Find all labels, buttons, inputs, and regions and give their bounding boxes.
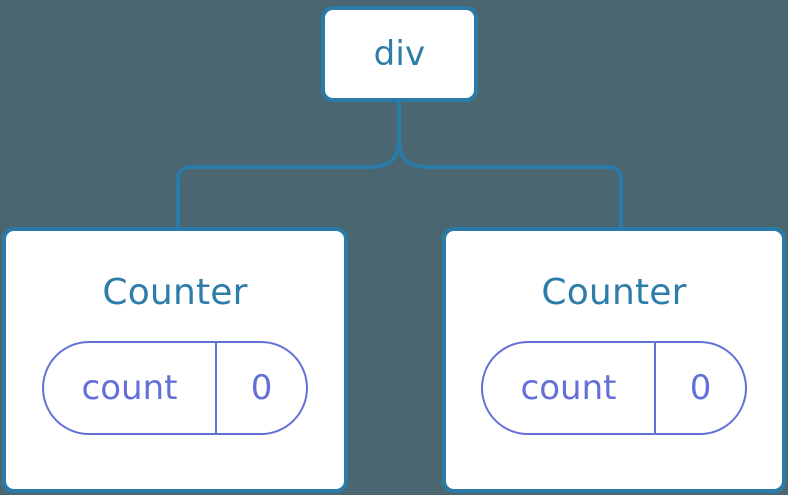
tree-node-counter-left-label: Counter — [102, 272, 248, 313]
connector-root-stem — [397, 99, 623, 233]
tree-node-counter-right[interactable]: Counter count 0 — [442, 227, 786, 493]
state-pill-count-right[interactable]: count 0 — [481, 341, 747, 435]
state-pill-value-left: 0 — [215, 343, 306, 433]
tree-node-counter-right-label: Counter — [541, 272, 687, 313]
state-pill-value-right: 0 — [654, 343, 745, 433]
connector-left-branch — [176, 137, 401, 233]
state-pill-count-left[interactable]: count 0 — [42, 341, 308, 435]
tree-node-div-label: div — [373, 34, 426, 74]
state-pill-key-right: count — [520, 368, 617, 408]
tree-node-counter-left[interactable]: Counter count 0 — [2, 227, 348, 493]
state-pill-key-left: count — [81, 368, 178, 408]
tree-node-div[interactable]: div — [321, 6, 478, 102]
